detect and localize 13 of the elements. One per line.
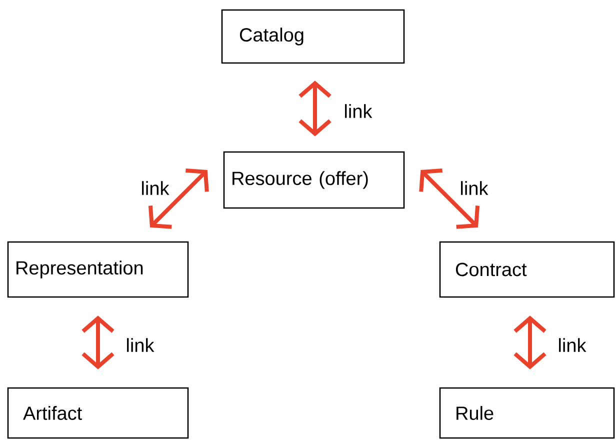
edge-label: link bbox=[556, 337, 588, 353]
text-box: Contract bbox=[439, 241, 615, 298]
text-box: Artifact bbox=[7, 387, 189, 439]
text-box: Representation bbox=[7, 241, 189, 298]
text-box: Catalog bbox=[221, 9, 405, 64]
text-box: Resource (offer) bbox=[223, 151, 405, 209]
edge-label: link bbox=[458, 180, 490, 196]
edge-label: link bbox=[124, 337, 156, 353]
edge-label: link bbox=[342, 103, 374, 119]
double-arrow bbox=[148, 168, 209, 229]
double-arrow bbox=[419, 168, 480, 229]
text-box: Rule bbox=[439, 387, 615, 439]
edge-label: link bbox=[140, 180, 170, 196]
